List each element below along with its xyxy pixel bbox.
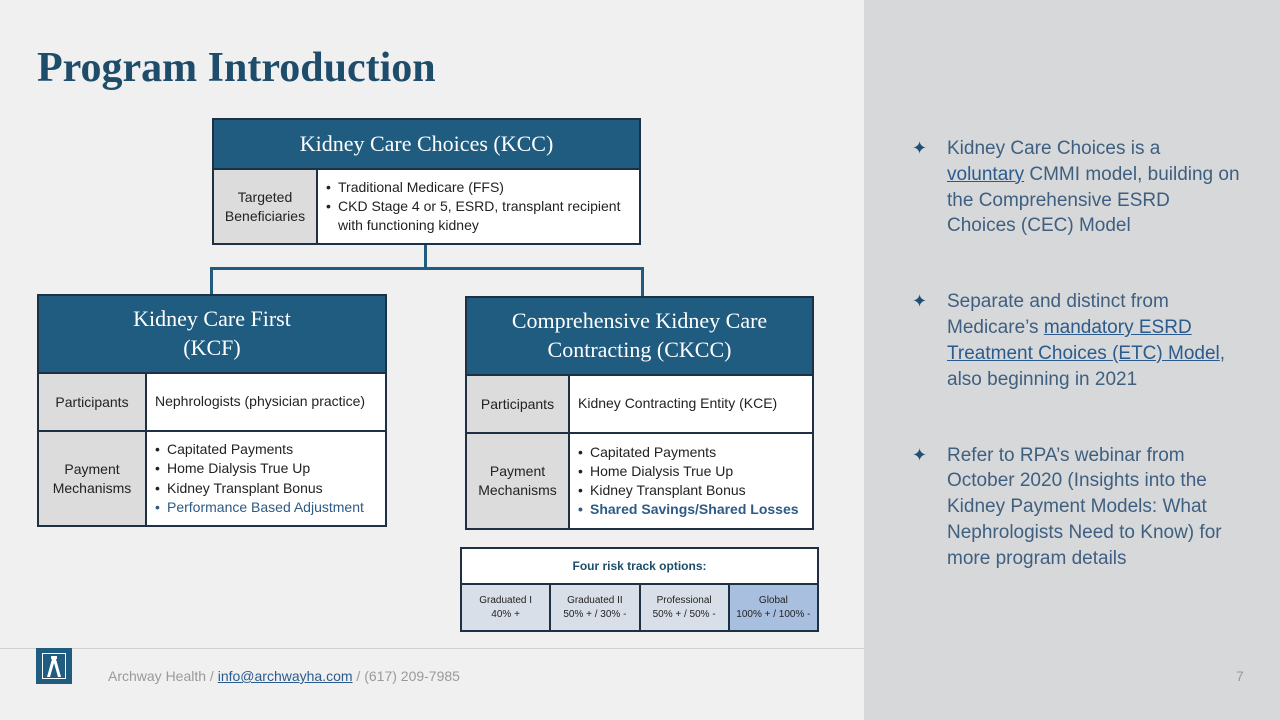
ckcc-payment-item-highlight: Shared Savings/Shared Losses	[578, 500, 812, 519]
ckcc-payment-body: Capitated Payments Home Dialysis True Up…	[570, 434, 812, 528]
ckcc-participants-label: Participants	[467, 376, 570, 432]
risk-track-table: Four risk track options: Graduated I 40%…	[460, 547, 819, 632]
risk-track-graduated-2: Graduated II 50% + / 30% -	[551, 585, 641, 630]
mandatory-link[interactable]: mandatory	[1043, 317, 1134, 339]
connector-horizontal	[210, 267, 644, 270]
risk-track-name: Graduated II	[567, 595, 623, 606]
ckcc-payment-item: Home Dialysis True Up	[578, 462, 812, 481]
risk-track-value: 50% + / 50% -	[652, 608, 716, 620]
ckcc-payment-item: Capitated Payments	[578, 443, 812, 462]
bullet-text: CMMI model, building on the Comprehensiv…	[947, 163, 1240, 237]
four-point-star-icon: ✦	[912, 138, 928, 158]
bullet-webinar: ✦ Refer to RPA’s webinar from October 20…	[912, 443, 1242, 572]
bullet-text: Separate and distinct from Medicare’s	[947, 291, 1169, 339]
ckcc-payment-item: Kidney Transplant Bonus	[578, 481, 812, 500]
kcc-heading-text: Kidney Care Choices (KCC)	[299, 130, 554, 156]
kcf-payment-item-highlight: Performance Based Adjustment	[155, 498, 385, 517]
risk-track-row: Graduated I 40% + Graduated II 50% + / 3…	[462, 585, 817, 630]
kcc-label: Targeted Beneficiaries	[214, 170, 318, 243]
bullet-list: ✦ Kidney Care Choices is a voluntary CMM…	[912, 136, 1242, 622]
footer-divider	[0, 648, 864, 649]
connector-right-drop	[641, 267, 644, 297]
ckcc-heading-line1: Comprehensive Kidney Care	[511, 308, 768, 334]
slide-sidebar	[864, 0, 1280, 720]
connector-vertical-top	[424, 245, 427, 269]
kcc-item: Traditional Medicare (FFS)	[326, 178, 639, 197]
risk-track-heading: Four risk track options:	[462, 549, 817, 585]
footer-contact: Archway Health / info@archwayha.com / (6…	[108, 668, 460, 684]
risk-track-name: Graduated I	[479, 595, 533, 606]
kcf-heading: Kidney Care First (KCF)	[39, 296, 385, 374]
kcf-heading-line1: Kidney Care First	[133, 306, 291, 332]
kcc-box: Kidney Care Choices (KCC) Targeted Benef…	[212, 118, 641, 245]
four-point-star-icon: ✦	[912, 291, 928, 312]
connector-left-drop	[210, 267, 213, 295]
kcf-box: Kidney Care First (KCF) Participants Nep…	[37, 294, 387, 527]
bullet-mandatory: ✦ Separate and distinct from Medicare’s …	[912, 289, 1242, 392]
page-number: 7	[1236, 668, 1244, 684]
risk-track-name: Global	[758, 595, 788, 606]
ckcc-heading-line2: Contracting (CKCC)	[547, 337, 732, 362]
risk-track-value: 40% +	[491, 608, 520, 620]
kcf-payment-item: Kidney Transplant Bonus	[155, 479, 385, 498]
kcf-participants-value: Nephrologists (physician practice)	[155, 393, 366, 410]
risk-track-value: 100% + / 100% -	[736, 608, 811, 620]
bullet-text: , also beginning in 2021	[947, 342, 1226, 390]
kcf-payment-item: Home Dialysis True Up	[155, 459, 385, 478]
risk-track-graduated-1: Graduated I 40% +	[462, 585, 552, 630]
ckcc-heading: Comprehensive Kidney Care Contracting (C…	[467, 298, 812, 376]
bullet-voluntary: ✦ Kidney Care Choices is a voluntary CMM…	[912, 136, 1242, 239]
page-title: Program Introduction	[37, 45, 436, 91]
bullet-text: Refer to RPA’s webinar from October 2020…	[947, 444, 1222, 569]
kcc-body: Traditional Medicare (FFS) CKD Stage 4 o…	[318, 170, 639, 243]
ckcc-payment-label: Payment Mechanisms	[467, 434, 570, 528]
archway-logo-icon	[42, 653, 66, 679]
kcf-payment-item: Capitated Payments	[155, 440, 385, 459]
risk-track-global: Global 100% + / 100% -	[729, 585, 817, 630]
risk-track-value: 50% + / 30% -	[563, 608, 627, 620]
ckcc-participants-value: Kidney Contracting Entity (KCE)	[578, 395, 778, 412]
kcf-participants-label: Participants	[39, 374, 147, 430]
kcf-heading-line2: (KCF)	[183, 335, 241, 360]
kcf-payment-label: Payment Mechanisms	[39, 432, 147, 525]
four-point-star-icon: ✦	[912, 444, 928, 465]
kcc-heading: Kidney Care Choices (KCC)	[214, 120, 639, 170]
bullet-text: Kidney Care Choices is a	[947, 138, 1161, 159]
kcf-payment-body: Capitated Payments Home Dialysis True Up…	[147, 432, 385, 525]
footer-company: Archway Health /	[108, 668, 218, 684]
risk-track-name: Professional	[656, 595, 712, 606]
footer-email-link[interactable]: info@archwayha.com	[217, 668, 353, 684]
voluntary-link[interactable]: voluntary	[947, 163, 1025, 185]
footer-phone: / (617) 209-7985	[352, 668, 460, 684]
archway-logo	[36, 648, 72, 684]
etc-model-link[interactable]: ESRD Treatment Choices (ETC) Model	[947, 317, 1220, 364]
kcc-item: CKD Stage 4 or 5, ESRD, transplant recip…	[326, 197, 639, 235]
ckcc-box: Comprehensive Kidney Care Contracting (C…	[465, 296, 814, 530]
risk-track-professional: Professional 50% + / 50% -	[640, 585, 730, 630]
